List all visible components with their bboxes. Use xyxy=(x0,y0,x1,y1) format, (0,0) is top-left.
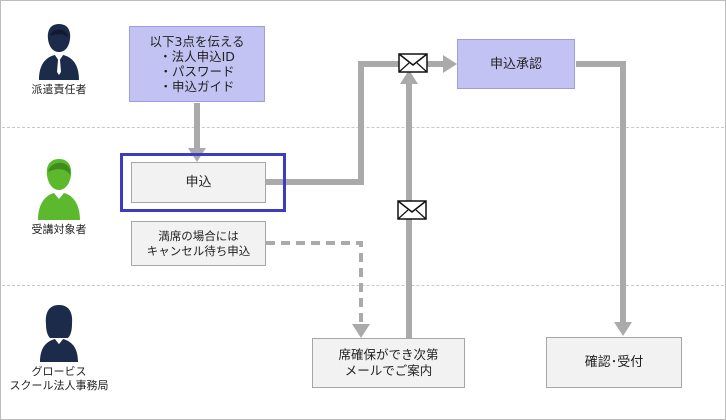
seat-notice-line: メールでご案内 xyxy=(344,363,433,378)
seat-notice-box: 席確保ができ次第 メールでご案内 xyxy=(312,338,465,388)
arrow-apply-to-approval xyxy=(266,61,446,185)
arrowhead-down xyxy=(614,322,632,336)
arrowhead-down xyxy=(352,324,370,338)
notify-line: ・パスワード xyxy=(159,64,235,79)
approval-box: 申込承認 xyxy=(457,39,575,89)
person-icon xyxy=(40,305,78,362)
notify-box: 以下3点を伝える ・法人申込ID ・パスワード ・申込ガイド xyxy=(129,26,265,102)
apply-label: 申込 xyxy=(185,174,212,190)
waitlist-line: 満席の場合には xyxy=(158,228,239,243)
actor-label: グロービス xyxy=(31,365,87,378)
envelope-icon xyxy=(398,53,428,73)
actor-dispatcher: 派遣責任者 xyxy=(14,20,104,97)
approval-label: 申込承認 xyxy=(489,56,542,72)
person-icon xyxy=(38,159,80,220)
notify-line: 以下3点を伝える xyxy=(149,34,245,49)
arrowhead-right xyxy=(443,55,457,73)
confirm-box: 確認･受付 xyxy=(546,337,682,388)
waitlist-box: 満席の場合には キャンセル待ち申込 xyxy=(131,221,266,266)
actor-trainee: 受講対象者 xyxy=(14,156,104,237)
actor-label: スクール法人事務局 xyxy=(9,379,109,392)
arrowhead-up xyxy=(400,70,418,84)
actor-label: 受講対象者 xyxy=(31,223,87,236)
notify-line: ・法人申込ID xyxy=(159,49,235,64)
arrow-approval-to-confirm xyxy=(576,61,626,325)
confirm-label: 確認･受付 xyxy=(584,354,644,370)
waitlist-line: キャンセル待ち申込 xyxy=(146,243,251,258)
apply-box: 申込 xyxy=(131,162,266,203)
actor-office: グロービス スクール法人事務局 xyxy=(4,302,114,393)
arrow-waitlist-to-seatnotice xyxy=(266,241,363,326)
highlight-frame xyxy=(120,153,286,212)
notify-line: ・申込ガイド xyxy=(159,79,235,94)
seat-notice-line: 席確保ができ次第 xyxy=(338,347,439,362)
person-icon xyxy=(39,24,79,80)
envelope-icon xyxy=(397,200,427,220)
actor-label: 派遣責任者 xyxy=(31,83,87,96)
